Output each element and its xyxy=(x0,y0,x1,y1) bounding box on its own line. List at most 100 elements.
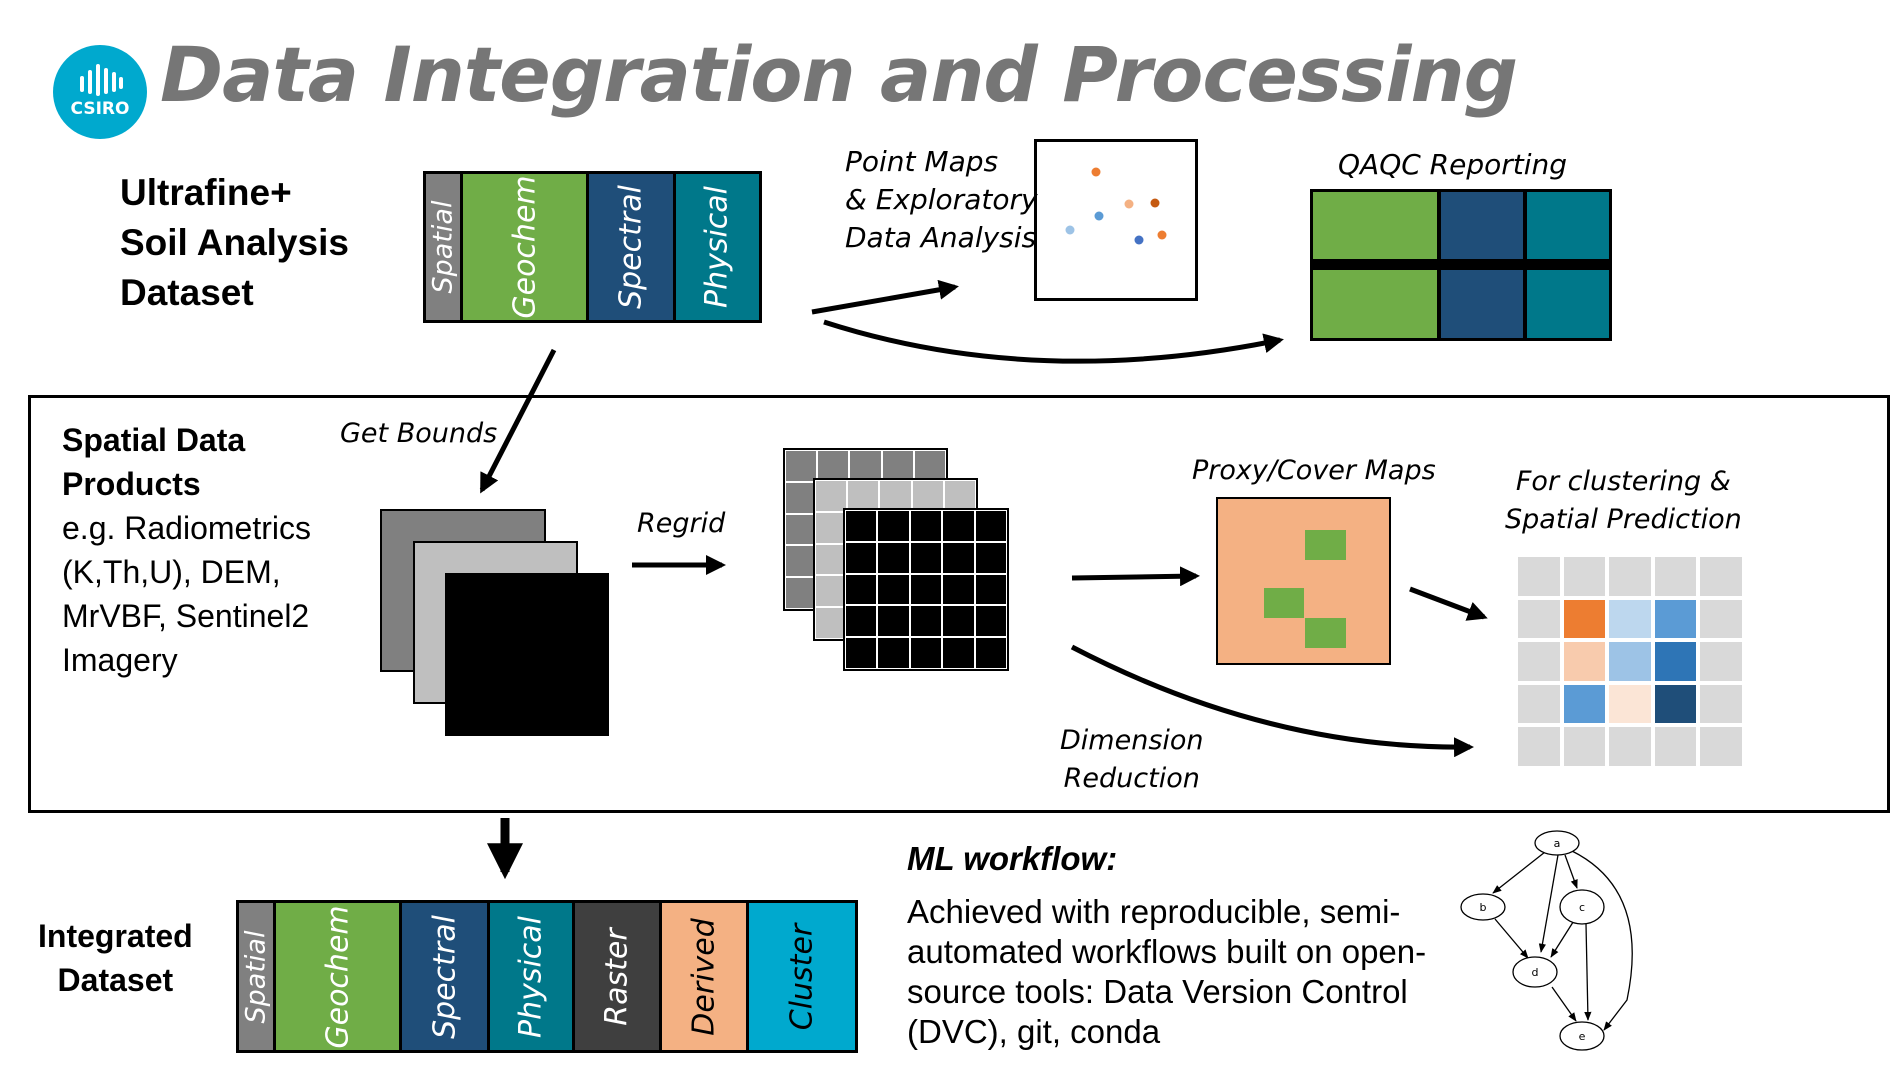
body-line: e.g. Radiometrics xyxy=(62,510,311,546)
dag-node-label: b xyxy=(1480,901,1487,914)
dag-node-label: c xyxy=(1579,901,1585,914)
heading-line: Spatial Data xyxy=(62,422,246,458)
grid-cell xyxy=(845,637,878,669)
heat-cell xyxy=(1654,684,1697,724)
body-line: automated workflows built on open- xyxy=(907,933,1427,970)
grid-cell xyxy=(942,605,975,638)
regrid-label: Regrid xyxy=(637,508,726,539)
heat-cell xyxy=(1563,684,1606,724)
segment-geochem: Geochem xyxy=(463,174,590,320)
heat-cell xyxy=(1654,642,1697,681)
dag-edge xyxy=(1550,918,1576,958)
dag-edge xyxy=(1551,986,1577,1022)
logo-bars-icon xyxy=(80,64,123,96)
grid-cell xyxy=(877,573,910,606)
qaqc-label: QAQC Reporting xyxy=(1338,148,1568,181)
label-line: For clustering & xyxy=(1515,466,1731,497)
segment-physical: Physical xyxy=(490,903,575,1050)
heading-line: Products xyxy=(62,466,201,502)
dag-node xyxy=(1559,889,1605,925)
spatial-products-description: e.g. Radiometrics (K,Th,U), DEM, MrVBF, … xyxy=(62,506,311,682)
heat-cell xyxy=(1609,557,1651,596)
grid-cell xyxy=(909,573,943,606)
dag-node xyxy=(1460,893,1506,921)
cover-patch xyxy=(1305,530,1346,560)
point-map-box xyxy=(1034,139,1198,301)
arrow-to-point-maps xyxy=(811,279,959,315)
heat-cell xyxy=(1518,642,1560,681)
map-point xyxy=(1094,211,1104,221)
map-point xyxy=(1091,167,1101,177)
grid-cell xyxy=(845,605,878,638)
dag-node xyxy=(1559,1021,1605,1051)
segment-geochem: Geochem xyxy=(276,903,402,1050)
map-point xyxy=(1065,225,1075,235)
arrow-get-bounds xyxy=(479,348,557,494)
raster-layer xyxy=(445,573,609,736)
grid-cell xyxy=(877,510,910,542)
segment-cluster: Cluster xyxy=(749,903,855,1050)
dag-edge xyxy=(1492,851,1546,894)
point-map-plot xyxy=(1065,167,1167,245)
grid-cell xyxy=(974,541,1007,574)
body-line: (DVC), git, conda xyxy=(907,1013,1161,1050)
grid-cell xyxy=(845,510,878,542)
dag-edge xyxy=(1494,918,1529,959)
segment-spatial: Spatial xyxy=(239,903,276,1050)
grid-cell xyxy=(974,605,1007,638)
dag-edge xyxy=(1584,923,1592,1021)
qaqc-cell xyxy=(1527,270,1609,338)
dag-edge xyxy=(1564,854,1578,889)
heading-line: Ultrafine+ xyxy=(120,172,292,213)
qaqc-cell xyxy=(1313,270,1437,338)
grid-cell xyxy=(909,510,943,542)
label-line: Point Maps xyxy=(845,145,999,178)
heading-line: Dataset xyxy=(57,962,174,998)
workflow-dag xyxy=(1460,830,1633,1051)
grid-cell xyxy=(909,605,943,638)
ml-workflow-description: Achieved with reproducible, semi- automa… xyxy=(907,892,1426,1052)
segment-physical: Physical xyxy=(675,174,759,320)
arrow-dimension-reduction xyxy=(1070,644,1474,758)
dag-node-label: d xyxy=(1532,966,1539,979)
grid-cell xyxy=(845,573,878,606)
heat-cell xyxy=(1563,599,1606,639)
qaqc-cell xyxy=(1313,192,1437,259)
dag-node xyxy=(1534,830,1580,856)
grid-cell xyxy=(845,541,878,574)
get-bounds-label: Get Bounds xyxy=(340,418,498,449)
heat-cell xyxy=(1654,727,1697,766)
heat-cell xyxy=(1609,727,1651,766)
dag-node-label: a xyxy=(1554,837,1561,850)
grid-cell xyxy=(942,573,975,606)
heat-cell xyxy=(1563,727,1606,766)
heat-cell xyxy=(1609,599,1651,639)
label-line: Reduction xyxy=(1063,763,1200,794)
map-point xyxy=(1124,199,1134,209)
heat-cell xyxy=(1700,684,1742,724)
grid-cell xyxy=(942,541,975,574)
heading-line: Soil Analysis xyxy=(120,222,349,263)
body-line: source tools: Data Version Control xyxy=(907,973,1408,1010)
map-point xyxy=(1157,230,1167,240)
dag-edge xyxy=(1571,850,1633,1031)
qaqc-cell xyxy=(1527,192,1609,259)
label-line: Data Analysis xyxy=(845,221,1037,254)
ml-workflow-heading: ML workflow: xyxy=(907,840,1118,877)
regridded-layer xyxy=(843,508,1009,671)
grid-cell xyxy=(909,637,943,669)
arrow-to-clustering xyxy=(1409,586,1488,621)
heat-cell xyxy=(1654,557,1697,596)
grid-cell xyxy=(785,450,818,482)
arrow-to-qaqc xyxy=(823,319,1284,364)
slide-title: Data Integration and Processing xyxy=(160,30,1518,119)
body-line: Imagery xyxy=(62,642,178,678)
logo-text: CSIRO xyxy=(70,99,130,119)
body-line: (K,Th,U), DEM, xyxy=(62,554,281,590)
heading-line: Integrated xyxy=(38,918,193,954)
heat-cell xyxy=(1609,642,1651,681)
grid-cell xyxy=(974,573,1007,606)
proxy-maps-label: Proxy/Cover Maps xyxy=(1192,455,1436,486)
grid-cell xyxy=(877,541,910,574)
